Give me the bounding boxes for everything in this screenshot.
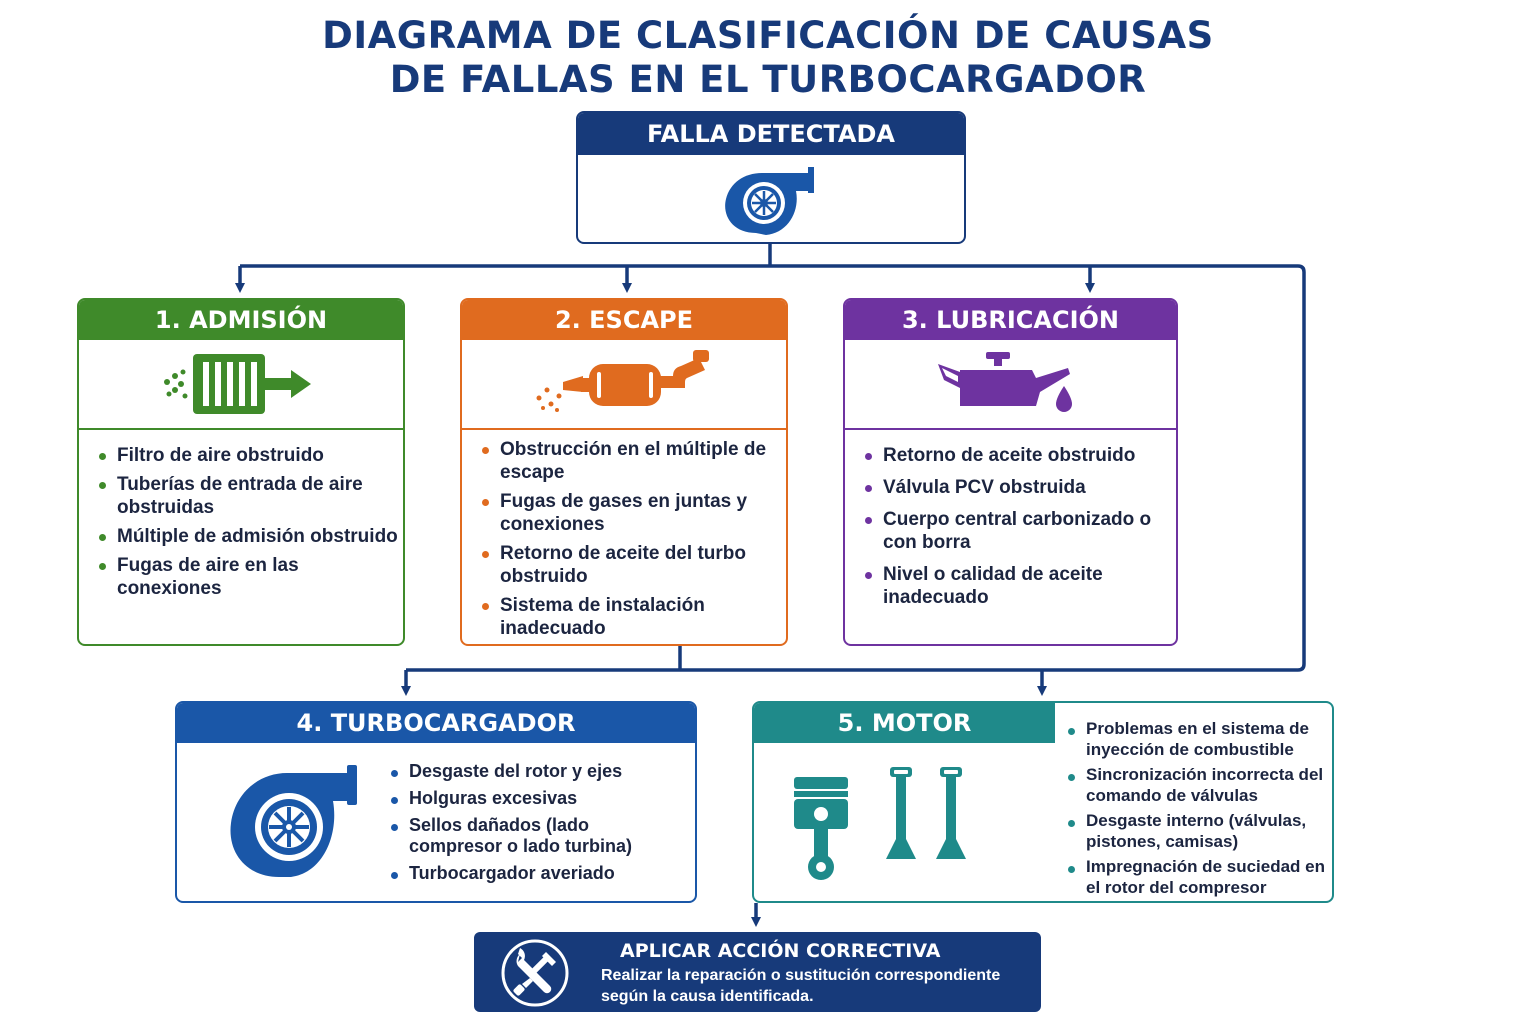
exhaust-muffler-icon <box>536 350 709 412</box>
cause-item: Sellos dañados (lado compresor o lado tu… <box>389 815 679 857</box>
action-text-line-2: según la causa identificada. <box>601 988 814 1005</box>
start-node-falla-detectada: FALLA DETECTADA <box>576 111 966 244</box>
cause-list: Problemas en el sistema de inyección de … <box>1066 719 1328 901</box>
oil-can-icon <box>937 352 1072 412</box>
action-node-corrective: APLICAR ACCIÓN CORRECTIVA Realizar la re… <box>474 932 1041 1012</box>
category-title: 1. ADMISIÓN <box>79 300 403 340</box>
cause-item: Válvula PCV obstruida <box>863 476 1176 499</box>
category-icon-row <box>845 340 1176 430</box>
category-title: 3. LUBRICACIÓN <box>845 300 1176 340</box>
start-node-label: FALLA DETECTADA <box>578 113 964 155</box>
action-description: Realizar la reparación o sustitución cor… <box>601 965 1021 1007</box>
cause-item: Desgaste del rotor y ejes <box>389 761 679 782</box>
category-title: 4. TURBOCARGADOR <box>177 703 695 743</box>
cause-list: Retorno de aceite obstruido Válvula PCV … <box>845 430 1176 609</box>
category-admision: 1. ADMISIÓN Filtro de aire obstruido Tub… <box>77 298 405 646</box>
cause-item: Impregnación de suciedad en el rotor del… <box>1066 857 1328 898</box>
connector-top-horizontal <box>240 264 1306 672</box>
cause-item: Cuerpo central carbonizado o con borra <box>863 508 1176 554</box>
category-turbocargador: 4. TURBOCARGADOR Desgaste del rotor y ej… <box>175 701 697 903</box>
cause-item: Sincronización incorrecta del comando de… <box>1066 765 1328 806</box>
piston-valves-icon <box>794 767 966 880</box>
category-icon-row <box>79 340 403 430</box>
cause-item: Fugas de gases en juntas y conexiones <box>480 490 786 536</box>
category-title: 5. MOTOR <box>754 703 1055 743</box>
cause-item: Turbocargador averiado <box>389 863 679 884</box>
page-title: DIAGRAMA DE CLASIFICACIÓN DE CAUSAS DE F… <box>0 14 1536 102</box>
turbocharger-icon <box>725 167 814 235</box>
cause-list: Obstrucción en el múltiple de escape Fug… <box>462 430 786 640</box>
cause-item: Obstrucción en el múltiple de escape <box>480 438 786 484</box>
cause-item: Tuberías de entrada de aire obstruidas <box>97 473 403 519</box>
title-line-1: DIAGRAMA DE CLASIFICACIÓN DE CAUSAS <box>322 14 1214 57</box>
cause-list: Filtro de aire obstruido Tuberías de ent… <box>79 430 403 600</box>
cause-item: Desgaste interno (válvulas, pistones, ca… <box>1066 811 1328 852</box>
cause-item: Retorno de aceite del turbo obstruido <box>480 542 786 588</box>
cause-item: Fugas de aire en las conexiones <box>97 554 403 600</box>
cause-item: Problemas en el sistema de inyección de … <box>1066 719 1328 760</box>
category-icon-row <box>462 340 786 430</box>
cause-item: Sistema de instalación inadecuado <box>480 594 786 640</box>
cause-item: Nivel o calidad de aceite inadecuado <box>863 563 1176 609</box>
action-title: APLICAR ACCIÓN CORRECTIVA <box>620 940 941 962</box>
title-line-2: DE FALLAS EN EL TURBOCARGADOR <box>389 58 1147 101</box>
wrench-screwdriver-icon <box>501 939 569 1007</box>
cause-item: Retorno de aceite obstruido <box>863 444 1176 467</box>
category-lubricacion: 3. LUBRICACIÓN Retorno de aceite obstrui… <box>843 298 1178 646</box>
category-escape: 2. ESCAPE Obstrucción en el múltiple de … <box>460 298 788 646</box>
cause-item: Múltiple de admisión obstruido <box>97 525 403 548</box>
cause-item: Filtro de aire obstruido <box>97 444 403 467</box>
cause-item: Holguras excesivas <box>389 788 679 809</box>
category-motor: 5. MOTOR Problemas en el sistema de inye… <box>752 701 1334 903</box>
air-filter-icon <box>164 354 311 414</box>
turbocharger-icon <box>230 765 357 877</box>
category-title: 2. ESCAPE <box>462 300 786 340</box>
cause-list: Desgaste del rotor y ejes Holguras exces… <box>389 761 679 890</box>
action-text-line-1: Realizar la reparación o sustitución cor… <box>601 967 1001 984</box>
